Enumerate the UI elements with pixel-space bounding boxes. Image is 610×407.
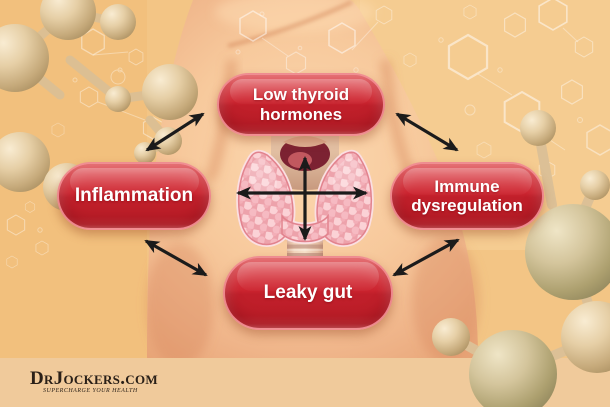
molecule-cluster-bottom-right [432,110,610,407]
node-leaky-gut: Leaky gut [223,256,393,330]
brand-name: DrJockers.com [30,368,158,389]
node-immune-dysregulation: Immune dysregulation [390,162,544,230]
node-low-thyroid-hormones: Low thyroid hormones [217,73,385,136]
thyroid-gland-illustration [236,120,374,275]
node-inflammation: Inflammation [57,162,211,230]
brand-tagline: SUPERCHARGE YOUR HEALTH [43,388,138,394]
node-label-inflammation: Inflammation [74,185,194,207]
brand-logo: DrJockers.com SUPERCHARGE YOUR HEALTH [30,369,158,395]
node-label-low-thyroid: Low thyroid hormones [252,85,350,124]
hexagon-line-art-skin [235,5,417,104]
chin-crease [227,0,353,48]
node-label-leaky-gut: Leaky gut [263,282,353,304]
node-label-immune-dysregulation: Immune dysregulation [411,176,523,215]
